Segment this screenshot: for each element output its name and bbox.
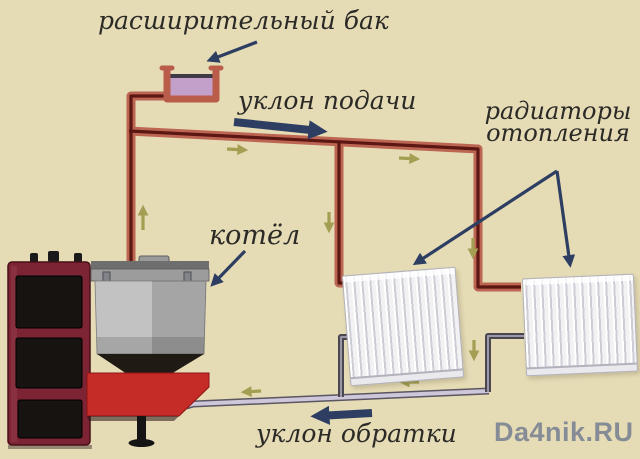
flow-arrow-right [398,153,421,165]
supply-slope-arrow [233,118,328,140]
boiler-knob [30,253,38,263]
boiler-body [7,261,91,446]
hopper-handle [138,255,170,264]
flow-arrow-left [240,386,262,397]
boiler-knob [48,251,59,262]
return-slope-label: уклон обратки [256,419,457,448]
expansion-tank [159,65,224,103]
return-main-pipe [185,387,490,410]
boiler-label: котёл [209,220,301,251]
hopper-latch [183,271,192,286]
pointer-arrow-expansion-tank [206,40,258,63]
radiator-right [521,273,639,377]
feeder-auger [86,372,210,417]
return-pipe-right-radiator [485,333,524,392]
boiler [7,251,92,449]
tank-water [170,74,214,98]
boiler-shadow [8,445,92,449]
pointer-arrow-radiator-right [555,170,576,268]
boiler-door [17,399,83,439]
flow-arrow-right [226,144,249,156]
hopper-latch [102,271,111,286]
boiler-highlight [11,266,17,442]
radiators-label-line2: отопления [486,119,630,147]
radiators-label-line1: радиаторы [484,97,632,125]
boiler-foot [128,439,155,447]
feeder-shadow [87,416,179,421]
supply-branch-pipe [334,142,349,288]
boiler-knob [74,253,82,263]
pointer-arrow-radiator-left [412,169,558,266]
supply-slope-label: уклон подачи [238,86,417,115]
supply-riser-pipe [126,91,168,268]
boiler-door [15,337,83,389]
radiator-left [341,266,465,387]
hopper-body [94,280,207,355]
boiler-door [15,275,83,329]
hopper-lid [90,268,210,282]
watermark: Da4nik.RU [494,417,634,447]
expansion-tank-label: расширительный бак [98,6,389,35]
hopper-lid-top [91,261,209,270]
fuel-hopper [86,255,210,447]
tank-water-line [170,74,214,78]
radiators-label: радиаторы отопления [480,97,636,147]
supply-main-pipe [128,126,521,292]
supply-pipes [126,91,521,292]
boiler-leg [137,416,146,442]
return-slope-arrow [310,405,373,425]
pointer-arrow-boiler [210,249,247,287]
hopper-funnel [97,354,204,374]
